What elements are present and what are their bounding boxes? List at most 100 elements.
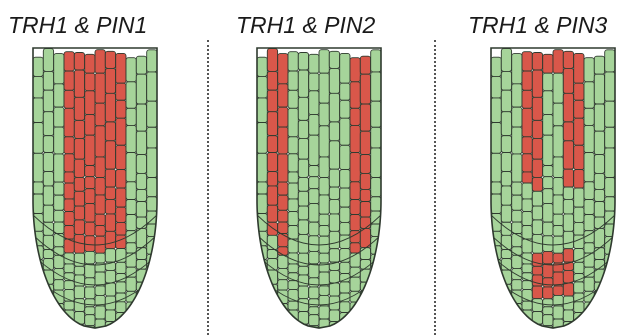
cell — [340, 170, 350, 189]
cell — [574, 325, 584, 335]
cell — [64, 154, 74, 172]
cell — [85, 135, 95, 165]
cell — [267, 309, 277, 322]
cell — [340, 118, 350, 145]
cell — [563, 283, 573, 296]
cell — [309, 315, 319, 326]
cell — [64, 322, 74, 331]
cell — [605, 148, 615, 178]
cell — [288, 264, 298, 273]
cell — [267, 322, 277, 334]
cell — [95, 50, 105, 73]
cell — [257, 57, 267, 76]
cell — [512, 154, 522, 182]
cell — [288, 154, 298, 172]
cell — [360, 74, 370, 104]
cell — [329, 199, 339, 214]
cell — [584, 277, 594, 291]
cell — [584, 153, 594, 182]
cell — [54, 195, 64, 210]
cell — [371, 311, 381, 324]
cell — [584, 314, 594, 327]
cell — [105, 141, 115, 169]
cell — [371, 72, 381, 101]
cell — [512, 127, 522, 154]
cell — [543, 177, 553, 189]
cell — [512, 210, 522, 222]
cell — [584, 58, 594, 82]
cell — [85, 264, 95, 278]
cell — [309, 54, 319, 73]
cell — [105, 169, 115, 187]
cell — [43, 205, 53, 222]
cell — [278, 195, 288, 210]
cell — [126, 82, 136, 109]
cell — [43, 49, 53, 72]
cell — [574, 274, 584, 282]
cell — [288, 52, 298, 71]
cell — [605, 101, 615, 127]
cell — [512, 107, 522, 127]
cell — [43, 309, 53, 322]
cell — [543, 204, 553, 223]
cell — [605, 178, 615, 197]
cell — [64, 71, 74, 90]
cell — [329, 249, 339, 262]
cell — [574, 100, 584, 118]
cell — [512, 324, 522, 334]
cell — [319, 157, 329, 178]
cell — [360, 202, 370, 218]
cell — [350, 82, 360, 109]
cell — [298, 206, 308, 220]
cell — [360, 322, 370, 333]
cell — [553, 126, 563, 157]
cell — [54, 182, 64, 195]
cell — [563, 214, 573, 232]
cell — [116, 302, 126, 313]
dotted-divider — [434, 40, 436, 335]
cell — [319, 226, 329, 237]
cell — [54, 154, 64, 182]
cell — [584, 108, 594, 125]
cell — [54, 247, 64, 256]
cell — [309, 177, 319, 189]
cell — [594, 74, 604, 104]
cell — [574, 302, 584, 313]
cell — [298, 120, 308, 138]
cell — [594, 189, 604, 201]
cell — [553, 272, 563, 286]
cell — [288, 212, 298, 226]
cell — [85, 177, 95, 189]
cell — [278, 314, 288, 323]
cell — [147, 267, 157, 279]
cell — [553, 253, 563, 263]
cell — [553, 50, 563, 73]
cell — [64, 226, 74, 240]
cell — [257, 316, 267, 328]
cell — [95, 103, 105, 126]
cell — [501, 298, 511, 309]
cell — [574, 282, 584, 293]
cell — [85, 251, 95, 263]
cell — [584, 215, 594, 231]
cell — [126, 153, 136, 182]
cell — [532, 206, 542, 220]
cell — [288, 183, 298, 199]
cell — [74, 191, 84, 206]
cell — [116, 262, 126, 273]
cell — [43, 322, 53, 334]
cell — [33, 270, 43, 282]
cell — [105, 249, 115, 262]
cell — [574, 145, 584, 169]
cell — [288, 281, 298, 290]
cell — [64, 90, 74, 108]
cell — [95, 306, 105, 319]
cell — [360, 56, 370, 74]
cell — [116, 235, 126, 249]
cell — [512, 182, 522, 195]
cell — [501, 205, 511, 222]
cell — [360, 302, 370, 314]
cell — [298, 266, 308, 275]
cell — [298, 138, 308, 159]
cell — [512, 247, 522, 256]
